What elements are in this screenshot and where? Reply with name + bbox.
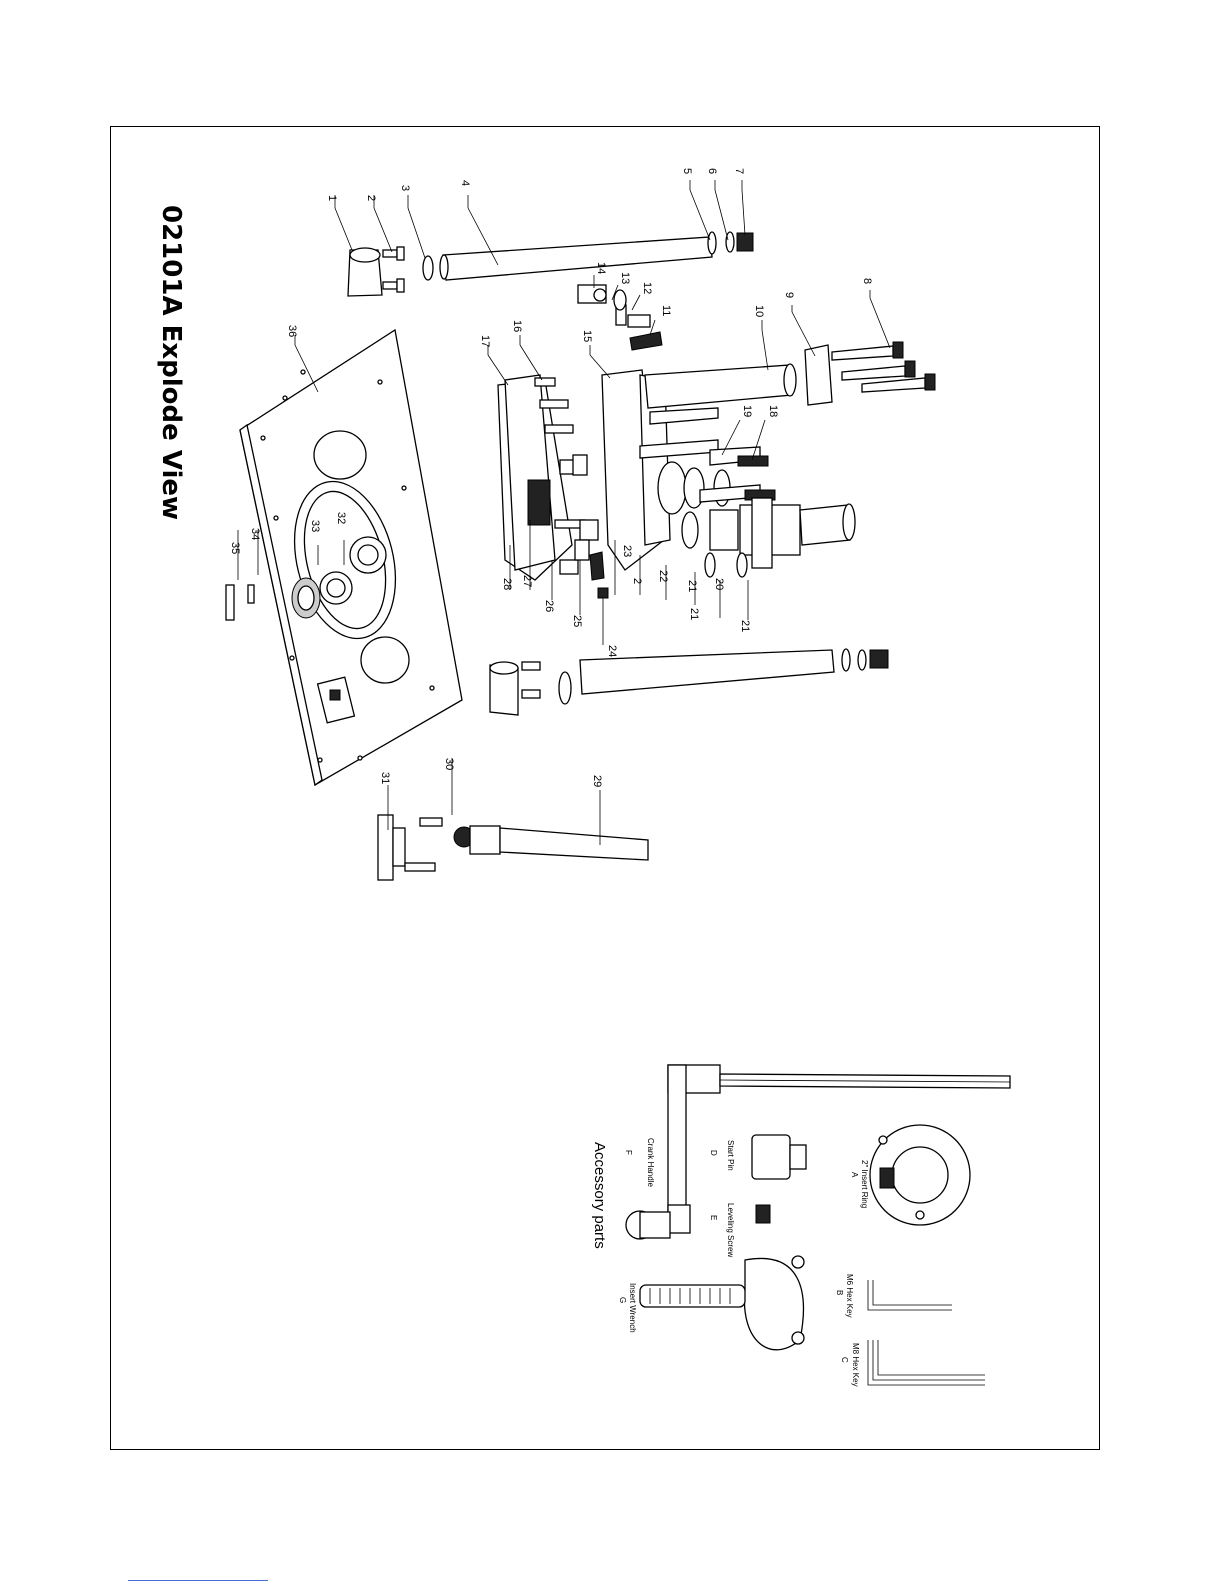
leveling-screw-drawing — [756, 1205, 770, 1223]
part-label-5: 5 — [681, 168, 693, 174]
accessory-a-name: 2" Insert Ring — [860, 1160, 869, 1208]
accessory-c-name: M8 Hex Key — [851, 1343, 860, 1387]
accessory-b-letter: B — [835, 1290, 844, 1295]
accessory-parts: Accessory parts 2" Insert Ring A M6 Hex … — [591, 1065, 1010, 1387]
part-label-8: 8 — [861, 278, 873, 284]
part-label-26: 26 — [543, 600, 555, 612]
small-parts-34-35 — [226, 585, 254, 620]
foot-assembly-bottom — [490, 649, 888, 715]
part-label-15: 15 — [581, 330, 593, 342]
foot-assembly-top — [348, 232, 753, 296]
part-label-21c: 21 — [739, 620, 751, 632]
parts-drawing — [226, 232, 935, 880]
footer-rule — [128, 1580, 268, 1581]
insert-wrench-drawing — [640, 1256, 804, 1350]
accessory-g-name: Insert Wrench — [628, 1283, 637, 1333]
part-label-30: 30 — [443, 758, 455, 770]
part-label-33: 33 — [309, 520, 321, 532]
part-label-1: 1 — [326, 195, 338, 201]
accessory-e-name: Leveling Screw — [726, 1203, 735, 1257]
accessory-title: Accessory parts — [591, 1142, 608, 1249]
part-label-6: 6 — [706, 168, 718, 174]
accessory-d-name: Start Pin — [726, 1140, 735, 1171]
knob-9-screws-8 — [805, 342, 935, 405]
part-label-2b: 2 — [631, 578, 643, 584]
part-label-12: 12 — [641, 282, 653, 294]
part-label-23: 23 — [621, 545, 633, 557]
part-label-9: 9 — [783, 292, 795, 298]
accessory-c-letter: C — [840, 1357, 849, 1363]
part-label-3: 3 — [399, 185, 411, 191]
part-label-11: 11 — [660, 305, 672, 316]
plate-part-36 — [240, 330, 462, 785]
part-label-29: 29 — [591, 775, 603, 787]
part-label-20: 20 — [713, 578, 725, 590]
part-label-16: 16 — [511, 320, 523, 332]
accessory-f-name: Crank Handle — [646, 1138, 655, 1187]
page-title: 02101A Explode View — [156, 205, 186, 520]
part-label-32: 32 — [335, 512, 347, 524]
part-label-7: 7 — [733, 168, 745, 174]
part-label-2: 2 — [365, 195, 377, 201]
part-label-36: 36 — [286, 325, 298, 337]
accessory-d-letter: D — [709, 1150, 718, 1156]
part-label-4: 4 — [459, 180, 471, 186]
start-pin-drawing — [752, 1135, 806, 1179]
part-label-13: 13 — [619, 272, 631, 284]
accessory-b-name: M6 Hex Key — [845, 1274, 854, 1318]
part-label-35: 35 — [229, 542, 241, 554]
insert-ring-drawing — [870, 1125, 970, 1225]
accessory-f-letter: F — [624, 1150, 633, 1155]
part-label-27: 27 — [521, 575, 533, 587]
part-label-34: 34 — [249, 528, 261, 540]
part-label-10: 10 — [753, 305, 765, 317]
part-label-28: 28 — [501, 578, 513, 590]
tube-10 — [645, 364, 796, 408]
accessory-g-letter: G — [618, 1297, 627, 1303]
part-label-21b: 21 — [688, 608, 700, 620]
accessory-e-letter: E — [709, 1215, 718, 1220]
part-label-22: 22 — [657, 570, 669, 582]
part-label-31: 31 — [379, 772, 391, 784]
part-label-18: 18 — [767, 405, 779, 417]
crank-assembly-left — [378, 815, 648, 880]
part-label-14: 14 — [595, 262, 607, 274]
part-label-19: 19 — [741, 405, 753, 417]
part-label-24: 24 — [606, 645, 618, 657]
accessory-a-letter: A — [850, 1172, 859, 1178]
part-label-25: 25 — [571, 615, 583, 627]
part-label-17: 17 — [479, 335, 491, 347]
part-label-21a: 21 — [686, 580, 698, 592]
